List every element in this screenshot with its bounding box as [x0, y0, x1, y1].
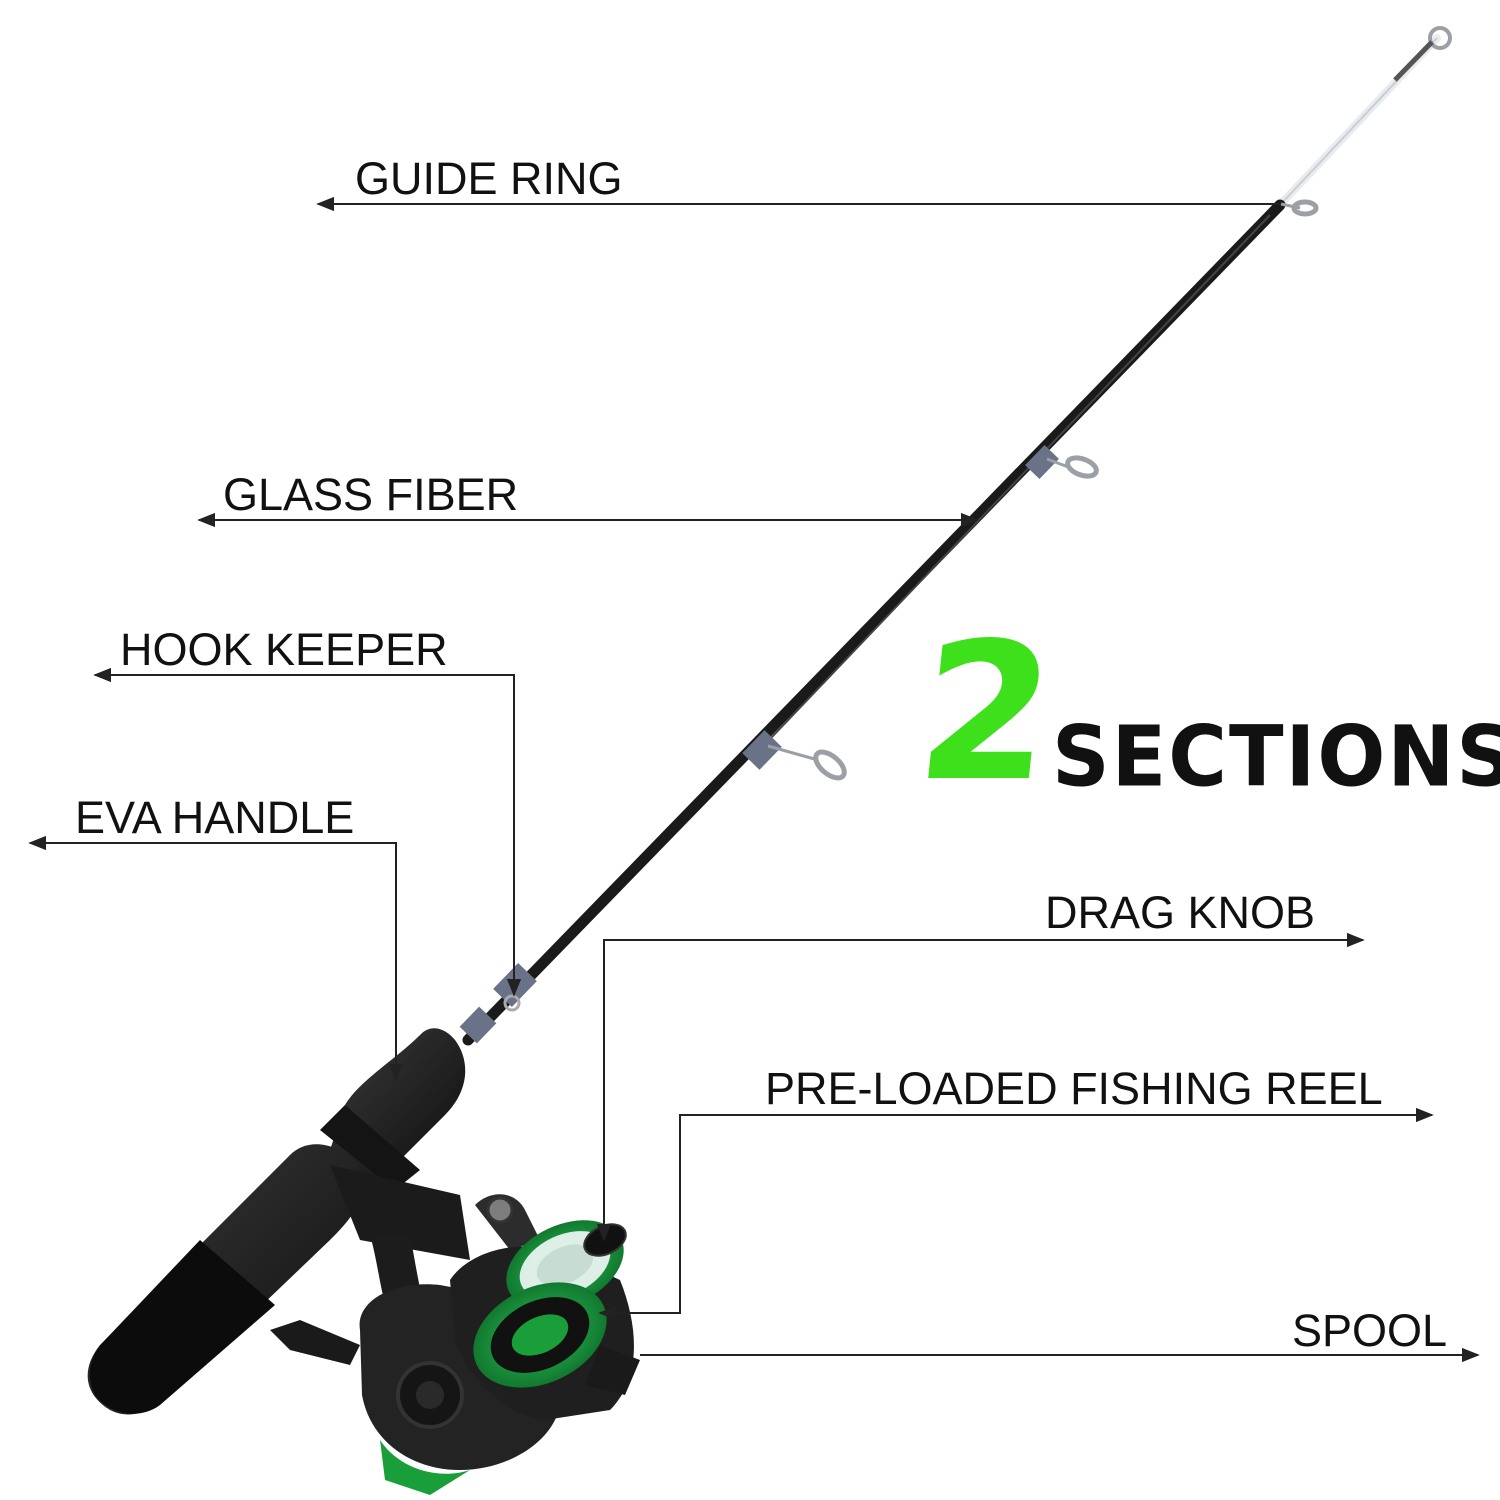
drag-knob-label: DRAG KNOB [1045, 887, 1316, 938]
sections-count: 2 [908, 602, 1064, 823]
sections-word: SECTIONS [1052, 707, 1500, 806]
fishing-reel [270, 1194, 640, 1495]
eva-handle [87, 1028, 470, 1415]
rod-blank [462, 199, 1286, 1046]
hook-keeper-leader [93, 667, 522, 997]
spool-label: SPOOL [1292, 1305, 1448, 1356]
glass-fiber-label: GLASS FIBER [223, 469, 519, 520]
hook-keeper-label: HOOK KEEPER [120, 624, 448, 675]
fishing-reel-leader [598, 1107, 1434, 1321]
leader-lines [28, 196, 1480, 1363]
eva-handle-leader [28, 835, 404, 1082]
eva-handle-label: EVA HANDLE [75, 792, 355, 843]
fishing-reel-label: PRE-LOADED FISHING REEL [765, 1063, 1383, 1114]
spool-icon [473, 1220, 624, 1388]
guide-ring-label: GUIDE RING [355, 153, 623, 204]
rod [459, 26, 1452, 1046]
guide-ring-icon [767, 26, 1452, 781]
